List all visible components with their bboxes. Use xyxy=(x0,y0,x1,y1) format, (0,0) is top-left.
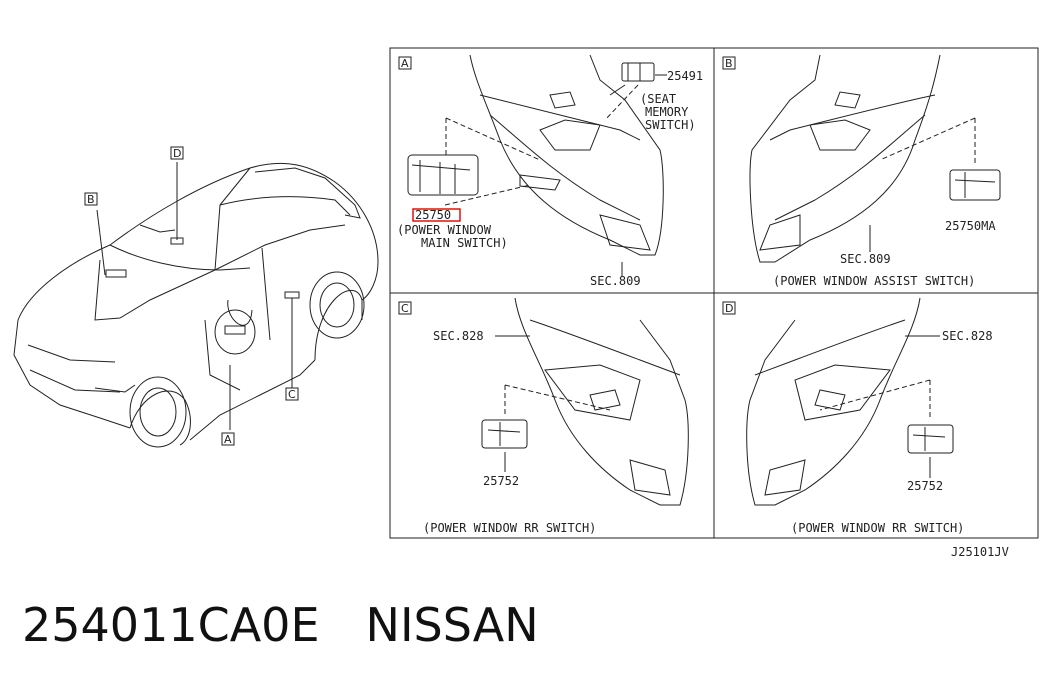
callout-a: A xyxy=(224,433,232,446)
panel-c-section-ref: SEC.828 xyxy=(433,329,484,343)
brand-name: NISSAN xyxy=(365,598,539,652)
panel-a-seat-note-line-2: MEMORY xyxy=(645,105,689,119)
panel-a-letter: A xyxy=(401,57,409,70)
panel-d-door-trim xyxy=(746,297,921,506)
panel-c-letter: C xyxy=(401,302,409,315)
panel-a-main-note-line-1: (POWER WINDOW xyxy=(397,223,492,237)
callout-box-c xyxy=(285,387,299,401)
main-switch-highlight xyxy=(412,208,461,222)
panel-c-caption: (POWER WINDOW RR SWITCH) xyxy=(423,521,596,535)
panel-a-seat-note-line-3: SWITCH) xyxy=(645,118,696,132)
panel-d-letter-box xyxy=(722,301,736,315)
panel-a-letter-box xyxy=(398,56,412,70)
panel-b-section-ref: SEC.809 xyxy=(840,252,891,266)
part-footer: 254011CA0E NISSAN xyxy=(22,598,539,652)
panel-a-seat-part-number: 25491 xyxy=(667,69,703,83)
panel-a-seat-note-line-1: (SEAT xyxy=(640,92,676,106)
seat-memory-switch-graphic xyxy=(621,62,655,82)
panel-c-part-number: 25752 xyxy=(483,474,519,488)
panel-c-door-trim xyxy=(514,297,689,506)
panel-d-section-ref: SEC.828 xyxy=(942,329,993,343)
callout-c: C xyxy=(288,388,296,401)
panel-a-door-trim xyxy=(469,54,664,256)
callout-box-b xyxy=(84,192,98,206)
panel-a-section-ref: SEC.809 xyxy=(590,274,641,288)
panel-b-part-number: 25750MA xyxy=(945,219,996,233)
main-switch-graphic xyxy=(407,154,479,196)
panel-a-main-part-number: 25750 xyxy=(415,208,451,222)
panel-a-main-note-line-2: MAIN SWITCH) xyxy=(421,236,508,250)
callout-box-a xyxy=(221,432,235,446)
part-number: 254011CA0E xyxy=(22,598,320,652)
panel-b-caption: (POWER WINDOW ASSIST SWITCH) xyxy=(773,274,975,288)
panel-d-caption: (POWER WINDOW RR SWITCH) xyxy=(791,521,964,535)
rr-switch-d-graphic xyxy=(907,424,954,454)
panel-b-letter: B xyxy=(725,57,733,70)
callout-b: B xyxy=(87,193,95,206)
panel-d-letter: D xyxy=(725,302,733,315)
panel-c-letter-box xyxy=(398,301,412,315)
callout-box-d xyxy=(170,146,184,160)
rr-switch-c-graphic xyxy=(481,419,528,449)
vehicle-illustration xyxy=(13,162,379,448)
diagram-id: J25101JV xyxy=(951,545,1009,559)
panel-b-letter-box xyxy=(722,56,736,70)
callout-d: D xyxy=(173,147,181,160)
panel-d-part-number: 25752 xyxy=(907,479,943,493)
panel-b-door-trim xyxy=(749,54,941,263)
assist-switch-graphic xyxy=(949,169,1001,201)
